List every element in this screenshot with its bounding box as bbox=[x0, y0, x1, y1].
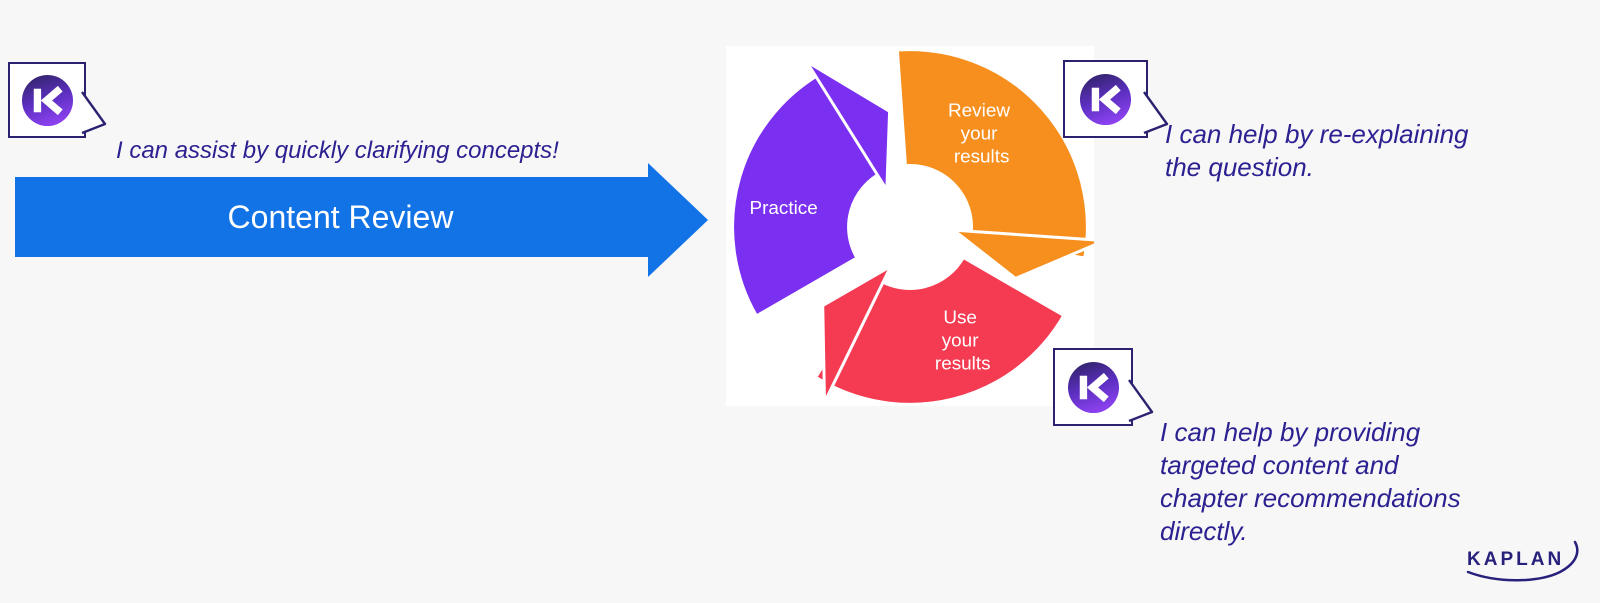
k-glyph-stem bbox=[33, 88, 41, 112]
learning-cycle-diagram: Practice Review your results Use your re… bbox=[731, 48, 1094, 406]
segment-practice bbox=[731, 69, 883, 317]
k-glyph-stem bbox=[1091, 87, 1100, 111]
caption-recommend: I can help by providing targeted content… bbox=[1160, 417, 1461, 546]
k-glyph-chevron bbox=[40, 85, 63, 115]
kaplan-k-icon bbox=[21, 74, 73, 126]
speech-bubble-recommend bbox=[1053, 348, 1154, 426]
arrow-label: Content Review bbox=[227, 198, 454, 235]
speech-bubble-reexplain bbox=[1063, 60, 1169, 138]
arrowhead-review bbox=[952, 228, 1094, 280]
label-practice: Practice bbox=[750, 198, 818, 219]
speech-bubble-tail bbox=[81, 91, 107, 135]
segment-review-results bbox=[896, 48, 1089, 259]
arrowhead-practice bbox=[805, 60, 892, 192]
speech-bubble-clarify bbox=[8, 62, 107, 138]
cycle-diagram-panel: Practice Review your results Use your re… bbox=[726, 46, 1094, 406]
k-glyph-chevron bbox=[1098, 84, 1121, 114]
kaplan-swoosh bbox=[1466, 540, 1579, 582]
content-review-arrow bbox=[15, 163, 708, 277]
caption-clarify: I can assist by quickly clarifying conce… bbox=[116, 137, 559, 164]
label-use-results: Use your results bbox=[935, 308, 991, 375]
label-review-results: Review your results bbox=[948, 101, 1015, 168]
kaplan-logo: KAPLAN bbox=[1466, 540, 1579, 582]
arrowhead-use bbox=[821, 264, 893, 404]
kaplan-k-icon bbox=[1079, 73, 1132, 125]
speech-bubble-tail bbox=[1128, 379, 1154, 423]
k-glyph-stem bbox=[1079, 375, 1087, 399]
speech-bubble-tail bbox=[1143, 91, 1169, 135]
kaplan-wordmark: KAPLAN bbox=[1467, 549, 1564, 570]
caption-reexplain: I can help by re-explaining the question… bbox=[1165, 119, 1469, 182]
kaplan-k-icon bbox=[1067, 361, 1119, 413]
k-glyph-chevron bbox=[1086, 372, 1109, 402]
arrow-shape bbox=[15, 163, 708, 277]
